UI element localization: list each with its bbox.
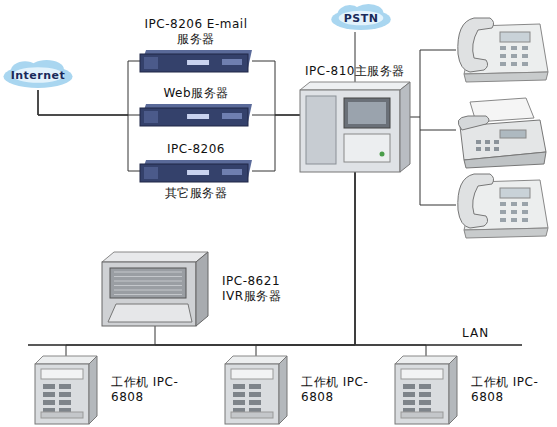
node-label: Internet xyxy=(2,60,74,90)
node-label: Web服务器 xyxy=(140,86,252,101)
network-link xyxy=(355,172,426,356)
rack-graphic xyxy=(140,50,252,72)
node-label: 工作机 IPC-6808 xyxy=(111,375,183,405)
telephone-icon xyxy=(458,174,548,238)
network-link xyxy=(256,172,355,356)
cloud-node: Internet xyxy=(2,60,74,90)
node-label: IPC-8206 xyxy=(140,142,252,157)
ws-graphic xyxy=(225,356,287,424)
network-link xyxy=(252,61,300,115)
node-label: IPC-810主服务器 xyxy=(280,64,430,79)
node-label: 工作机 IPC-6808 xyxy=(301,375,373,405)
network-link xyxy=(252,115,300,171)
ivr-graphic xyxy=(102,252,208,326)
rack-graphic xyxy=(140,104,252,126)
rack-node: IPC-8206 E-mail服务器 xyxy=(140,50,252,72)
network-link xyxy=(38,90,140,171)
rack-graphic xyxy=(140,160,252,182)
node-label: 其它服务器 xyxy=(140,186,252,201)
network-link xyxy=(38,90,140,115)
tower-node: IPC-810主服务器 xyxy=(300,82,410,172)
node-label: IPC-8621 IVR服务器 xyxy=(222,274,304,304)
network-link xyxy=(66,172,355,356)
phone-wires xyxy=(410,50,456,205)
rack-node: Web服务器 xyxy=(140,104,252,126)
fax-machine-icon xyxy=(458,98,546,168)
ws-node: 工作机 IPC-6808 xyxy=(395,356,457,424)
cloud-node: PSTN xyxy=(330,4,392,32)
node-label: 工作机 IPC-6808 xyxy=(471,375,543,405)
node-label: PSTN xyxy=(330,4,392,32)
ws-graphic xyxy=(35,356,97,424)
connector-layer xyxy=(38,32,426,356)
ws-node: 工作机 IPC-6808 xyxy=(35,356,97,424)
rack-node: IPC-8206其它服务器 xyxy=(140,160,252,182)
node-label: IPC-8206 E-mail服务器 xyxy=(140,17,252,47)
network-label: LAN xyxy=(462,326,489,340)
ivr-node: IPC-8621 IVR服务器 xyxy=(102,252,208,326)
telephone-icon xyxy=(458,18,548,82)
tower-graphic xyxy=(300,82,410,172)
ws-node: 工作机 IPC-6808 xyxy=(225,356,287,424)
ws-graphic xyxy=(395,356,457,424)
